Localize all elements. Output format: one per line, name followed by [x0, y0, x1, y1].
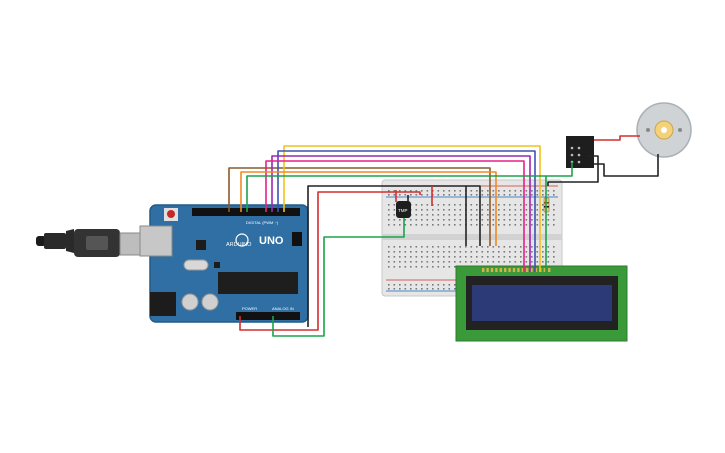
wire-black[interactable]	[307, 185, 481, 327]
wire-brown[interactable]	[228, 167, 491, 246]
sensor-label: TMP	[398, 208, 408, 213]
wire-orange[interactable]	[240, 171, 497, 246]
usb-cable[interactable]	[36, 229, 149, 257]
digital-header-label: DIGITAL (PWM ~)	[246, 220, 279, 225]
wire-black-motor[interactable]	[594, 154, 659, 177]
wire-blue[interactable]	[277, 150, 536, 272]
wire-purple[interactable]	[271, 155, 531, 272]
wire-group	[228, 135, 659, 337]
motor-driver-module[interactable]	[566, 136, 594, 168]
analog-header-label: ANALOG IN	[272, 306, 294, 311]
lcd-display[interactable]	[455, 265, 628, 342]
wire-pink[interactable]	[265, 160, 525, 272]
power-header-label: POWER	[242, 306, 257, 311]
wire-red[interactable]	[239, 191, 421, 331]
wire-green-relay[interactable]	[546, 162, 573, 177]
wire-green-sensor[interactable]	[272, 218, 405, 337]
wire-red-motor[interactable]	[594, 135, 640, 141]
uno-label: UNO	[259, 235, 284, 247]
microcontroller-chip	[218, 272, 298, 294]
arduino-uno-board[interactable]: UNO ARDUINO DIGITAL (PWM ~) POWER ANALOG…	[139, 204, 309, 323]
dc-motor[interactable]	[636, 102, 692, 158]
lcd-screen	[472, 285, 612, 321]
temperature-sensor[interactable]: TMP	[396, 201, 411, 218]
wire-yellow[interactable]	[283, 145, 541, 272]
wire-black-relay[interactable]	[547, 155, 599, 186]
